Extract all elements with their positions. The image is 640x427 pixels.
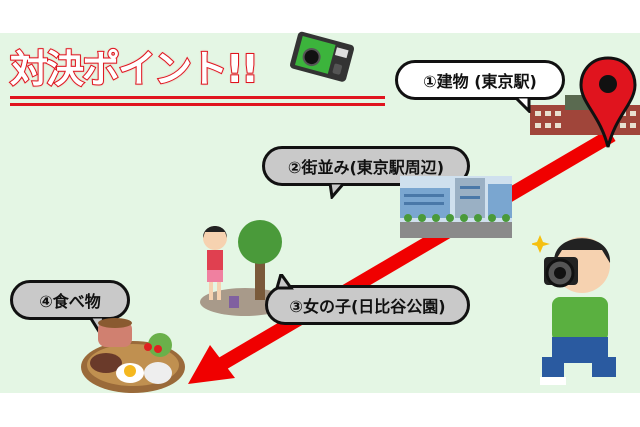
map-pin-icon: [579, 56, 637, 148]
point-4-label: ④食べ物: [39, 292, 101, 311]
disposable-camera-icon: [290, 31, 355, 82]
page-title: 対決ポイント!!: [9, 46, 260, 92]
point-1-bubble: ①建物 (東京駅): [395, 60, 565, 100]
bubble-tail: [328, 183, 346, 199]
point-4-bubble: ④食べ物: [10, 280, 130, 320]
point-3-bubble: ③女の子(日比谷公園): [265, 285, 470, 325]
food-plate-illustration: [81, 318, 185, 393]
point-3-label: ③女の子(日比谷公園): [289, 297, 446, 316]
title-underline: [10, 103, 385, 106]
cityscape-image: [400, 176, 512, 238]
photographer-illustration: [532, 235, 616, 385]
point-2-label: ②街並み(東京駅周辺): [287, 158, 445, 177]
bubble-tail: [513, 97, 531, 113]
bubble-tail: [275, 274, 294, 290]
point-1-label: ①建物 (東京駅): [423, 72, 537, 91]
title-underline: [10, 96, 385, 99]
